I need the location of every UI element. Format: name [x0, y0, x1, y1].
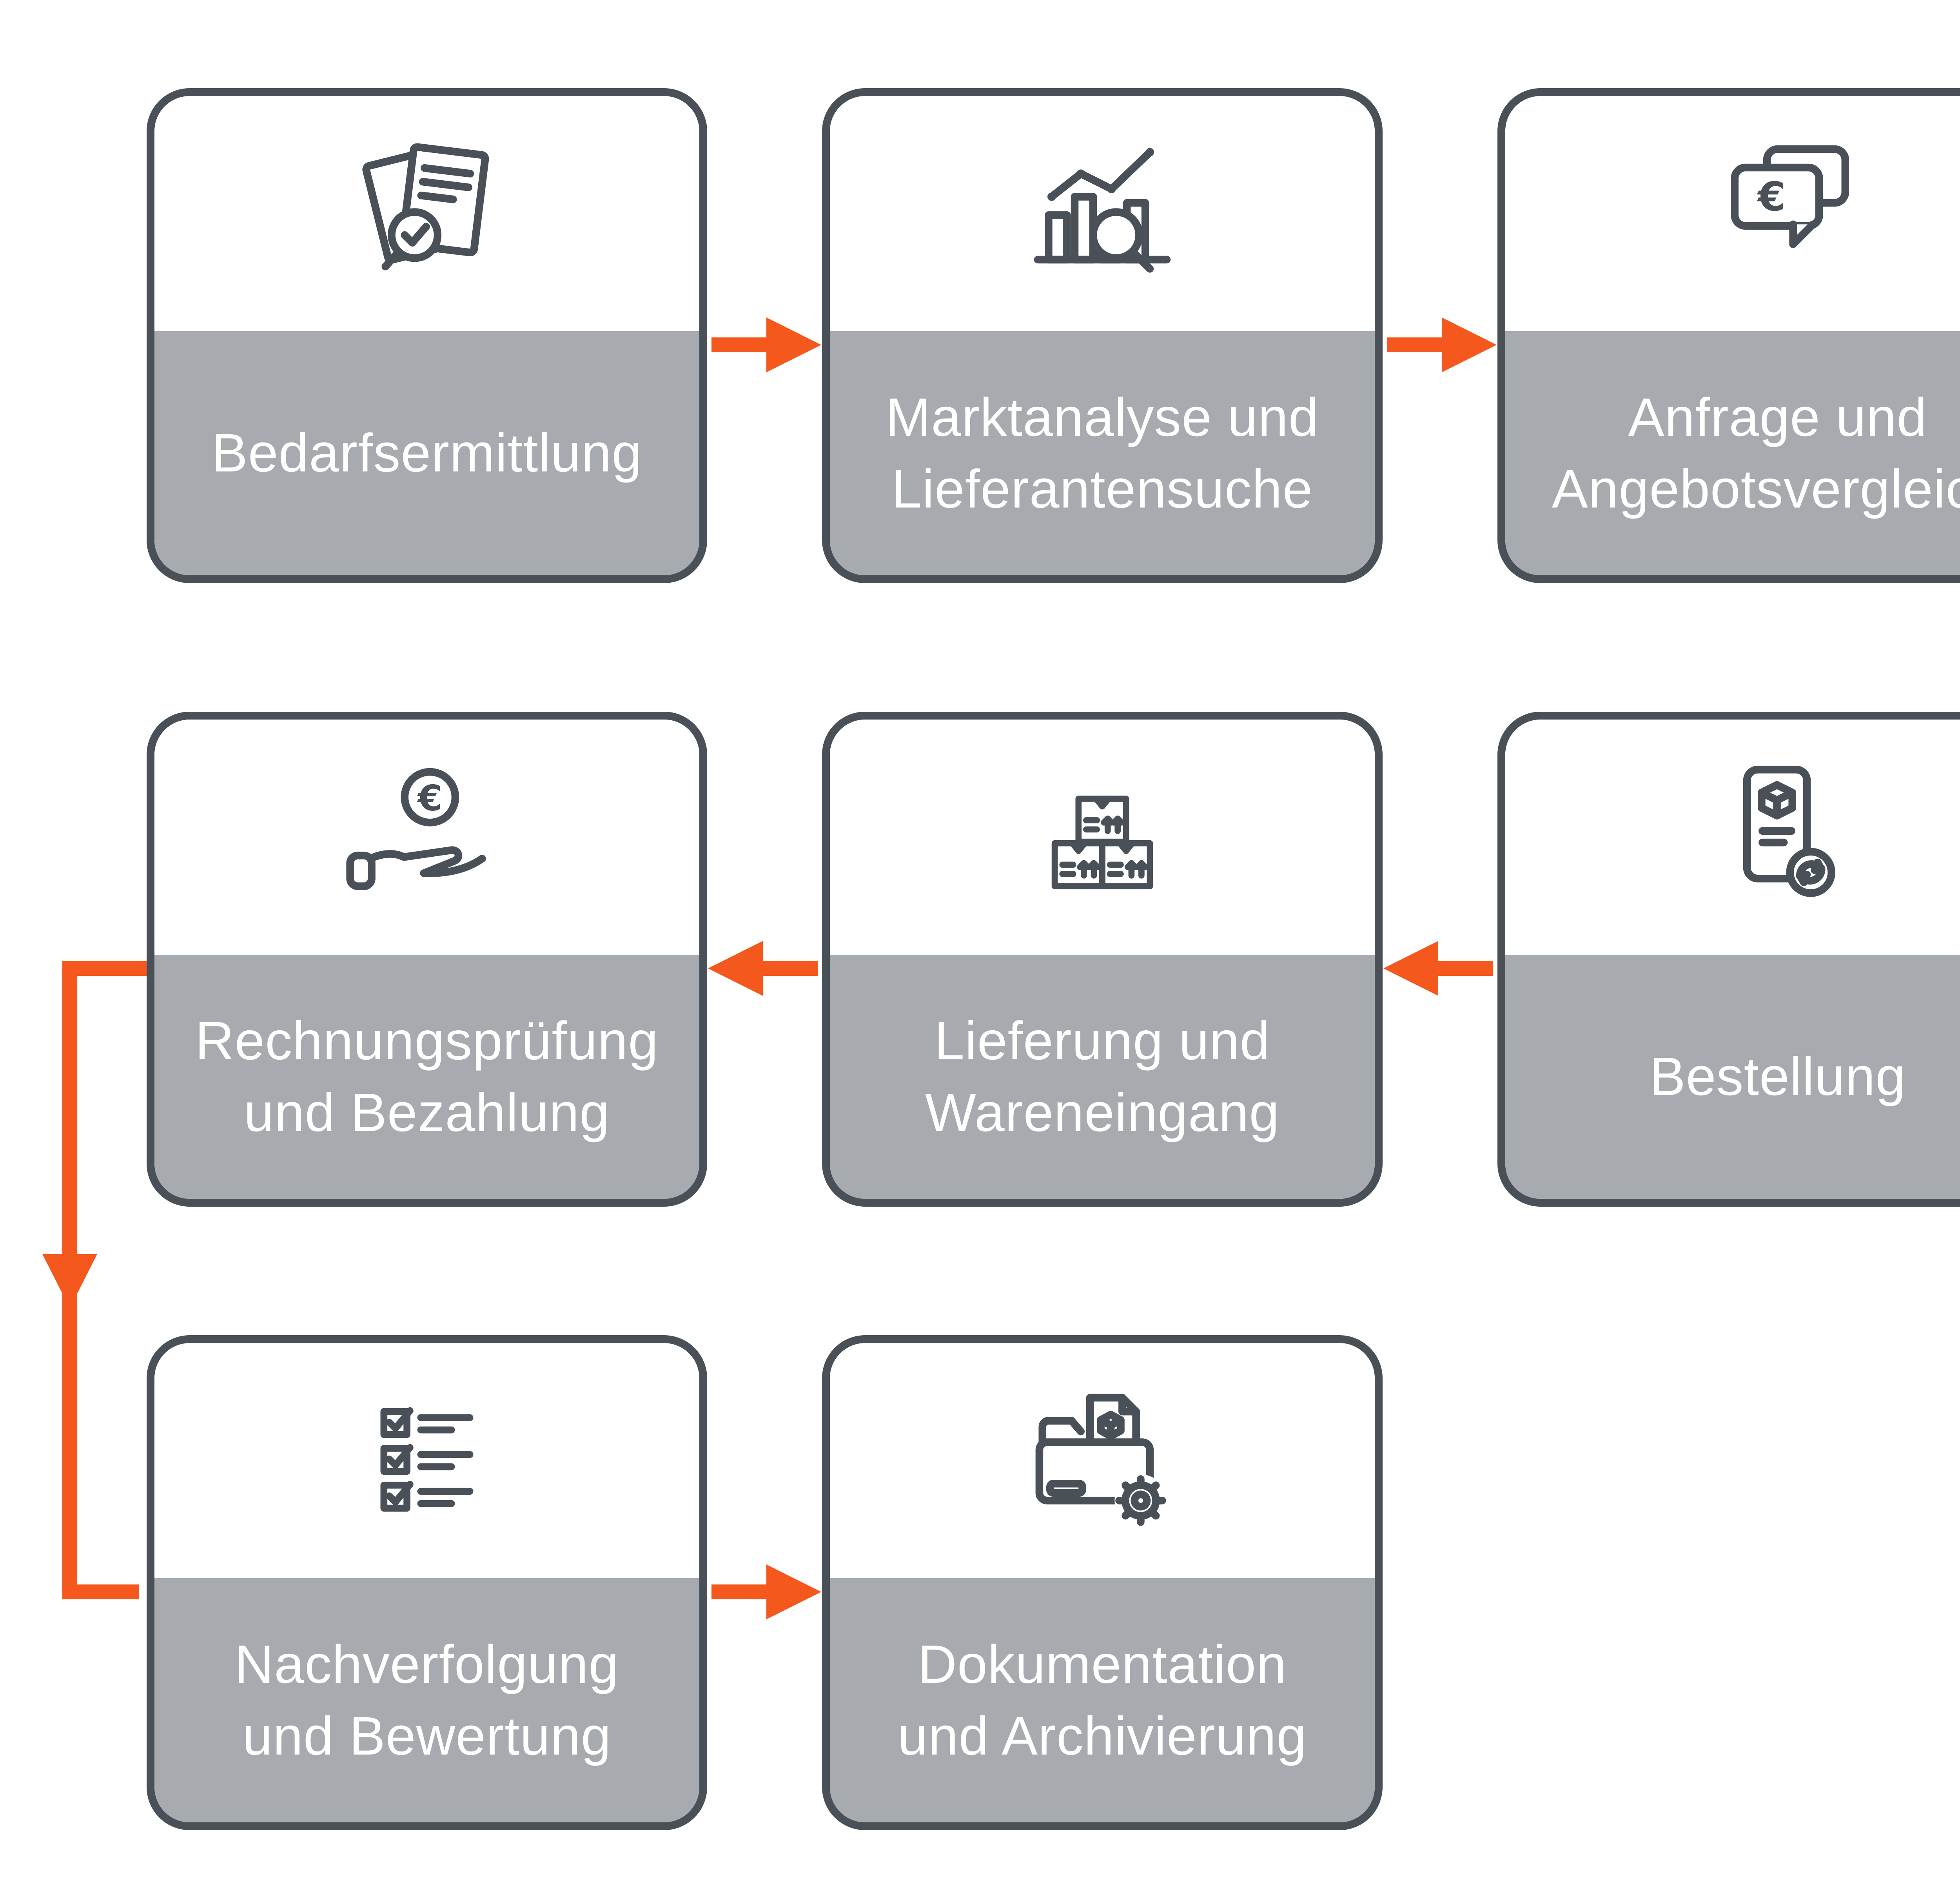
card-label: Bedarfsermittlung [154, 331, 699, 575]
svg-text:€: € [1757, 174, 1786, 220]
checklist-icon [335, 1369, 519, 1553]
connector-step8-step9 [62, 961, 147, 1599]
card-label: Anfrage und Angebotsvergleich [1505, 331, 1960, 575]
card-label-line: Anfrage und [1628, 387, 1927, 448]
step-card-anfrage: € Anfrage und Angebotsvergleich [1497, 88, 1960, 583]
card-icon-area: € [154, 720, 699, 955]
card-icon-area [830, 96, 1375, 331]
svg-text:€: € [417, 778, 442, 819]
card-icon-area [154, 1343, 699, 1578]
step-card-bestellung: Bestellung [1497, 712, 1960, 1207]
card-icon-area [830, 720, 1375, 955]
step-card-nachverfolgung: Nachverfolgung und Bewertung [147, 1335, 707, 1830]
card-label: Dokumentation und Archivierung [830, 1578, 1375, 1822]
card-label-line: und Archivierung [898, 1706, 1307, 1766]
card-icon-area [830, 1343, 1375, 1578]
step-card-bedarfsermittlung: Bedarfsermittlung [147, 88, 707, 583]
card-label: Lieferung und Wareneingang [830, 955, 1375, 1199]
card-label: Rechnungsprüfung und Bezahlung [154, 955, 699, 1199]
hand-euro-coin-icon: € [346, 768, 486, 890]
euro-speech-bubbles-icon: € [1731, 145, 1849, 248]
card-label-line: Marktanalyse und [886, 387, 1319, 448]
shipping-boxes-icon [1010, 745, 1194, 929]
arrow-step8-step9-head [42, 1254, 97, 1308]
card-label-line: Dokumentation [918, 1634, 1287, 1695]
card-label-line: Bedarfsermittlung [211, 423, 642, 484]
card-label-line: Rechnungsprüfung [195, 1011, 659, 1071]
card-label-line: und Bezahlung [244, 1082, 610, 1143]
order-sync-icon [1743, 765, 1835, 897]
card-label: Bestellung [1505, 955, 1960, 1199]
card-label-line: Bestellung [1649, 1046, 1906, 1107]
documents-magnifier-check-icon [362, 143, 489, 270]
step-card-lieferung: Lieferung und Wareneingang [822, 712, 1383, 1207]
card-label: Nachverfolgung und Bewertung [154, 1578, 699, 1822]
card-icon-area [154, 96, 699, 331]
card-label-line: Wareneingang [925, 1082, 1280, 1143]
step-card-dokumentation: Dokumentation und Archivierung [822, 1335, 1383, 1830]
card-icon-area: € [1505, 96, 1960, 331]
card-label: Marktanalyse und Lieferantensuche [830, 331, 1375, 575]
card-label-line: Lieferung und [934, 1011, 1270, 1071]
card-label-line: Lieferantensuche [891, 459, 1313, 519]
card-label-line: Angebotsvergleich [1552, 459, 1960, 519]
step-card-marktanalyse: Marktanalyse und Lieferantensuche [822, 88, 1383, 583]
card-icon-area [1505, 720, 1960, 955]
card-label-line: und Bewertung [242, 1706, 612, 1766]
card-label-line: Nachverfolgung [234, 1634, 619, 1695]
step-card-rechnungspruefung: € Rechnungsprüfung und Bezahlung [147, 712, 707, 1207]
chart-magnifier-icon [1034, 148, 1171, 273]
folder-gear-icon [1035, 1394, 1167, 1527]
